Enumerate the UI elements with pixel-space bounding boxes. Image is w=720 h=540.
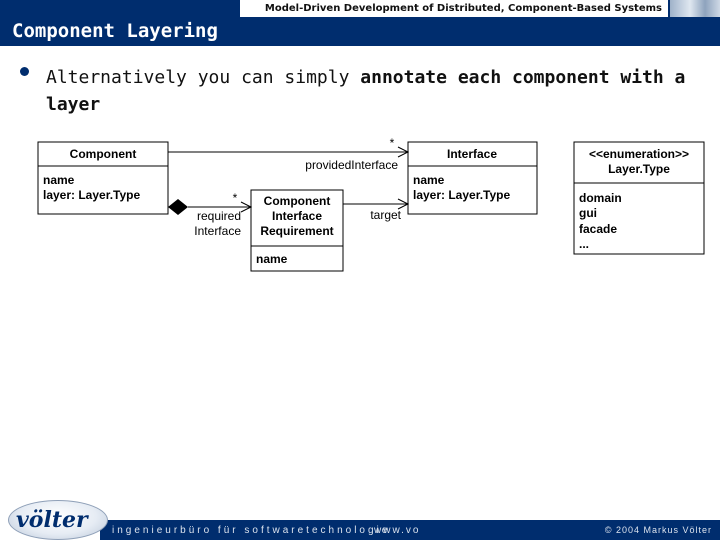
required-interface-composition: * required Interface — [168, 191, 253, 238]
composition-diamond-icon — [168, 199, 188, 215]
enumeration-value-facade: facade — [579, 222, 617, 236]
component-class: Component name layer: Layer.Type — [37, 141, 169, 215]
enumeration-name: Layer.Type — [608, 162, 670, 176]
enumeration-value-more: ... — [579, 237, 589, 251]
component-class-name: Component — [70, 147, 137, 161]
footer-copyright: © 2004 Markus Völter — [604, 525, 712, 535]
required-role-line-1: required — [197, 209, 241, 223]
requirement-name-line-2: Interface — [272, 209, 322, 223]
requirement-attr-name: name — [256, 252, 288, 266]
bullet-icon — [20, 67, 29, 76]
target-role: target — [370, 208, 401, 222]
interface-attr-name: name — [413, 173, 445, 187]
interface-attr-layer: layer: Layer.Type — [413, 188, 510, 202]
enumeration-value-domain: domain — [579, 191, 622, 205]
interface-class: Interface name layer: Layer.Type — [407, 141, 538, 215]
bullet-text: Alternatively you can simply annotate ea… — [46, 64, 686, 118]
presentation-title: Model-Driven Development of Distributed,… — [240, 0, 668, 17]
slide-title: Component Layering — [12, 20, 218, 42]
required-role-line-2: Interface — [194, 224, 241, 238]
enumeration-stereotype: <<enumeration>> — [589, 147, 689, 161]
target-association: target — [343, 198, 410, 222]
bullet-text-plain: Alternatively you can simply — [46, 67, 361, 88]
requirement-name-line-1: Component — [264, 194, 331, 208]
footer-tagline: ingenieurbüro für softwaretechnologie — [112, 525, 391, 536]
header-image — [670, 0, 720, 17]
provided-role: providedInterface — [305, 158, 398, 172]
enumeration-class: <<enumeration>> Layer.Type domain gui fa… — [573, 141, 705, 255]
enumeration-value-gui: gui — [579, 206, 597, 220]
required-multiplicity: * — [233, 191, 238, 205]
component-attr-layer: layer: Layer.Type — [43, 188, 140, 202]
bullet-text-bold: annotate each component with a layer — [46, 67, 686, 115]
component-attr-name: name — [43, 173, 75, 187]
provided-interface-association: * providedInterface — [168, 136, 410, 172]
footer-bar — [100, 520, 720, 540]
provided-multiplicity: * — [390, 136, 395, 150]
interface-class-name: Interface — [447, 147, 497, 161]
logo-text: völter — [16, 507, 88, 533]
requirement-name-line-3: Requirement — [260, 224, 333, 238]
footer-url[interactable]: www.vo — [374, 525, 421, 536]
requirement-class: Component Interface Requirement name — [250, 189, 344, 272]
